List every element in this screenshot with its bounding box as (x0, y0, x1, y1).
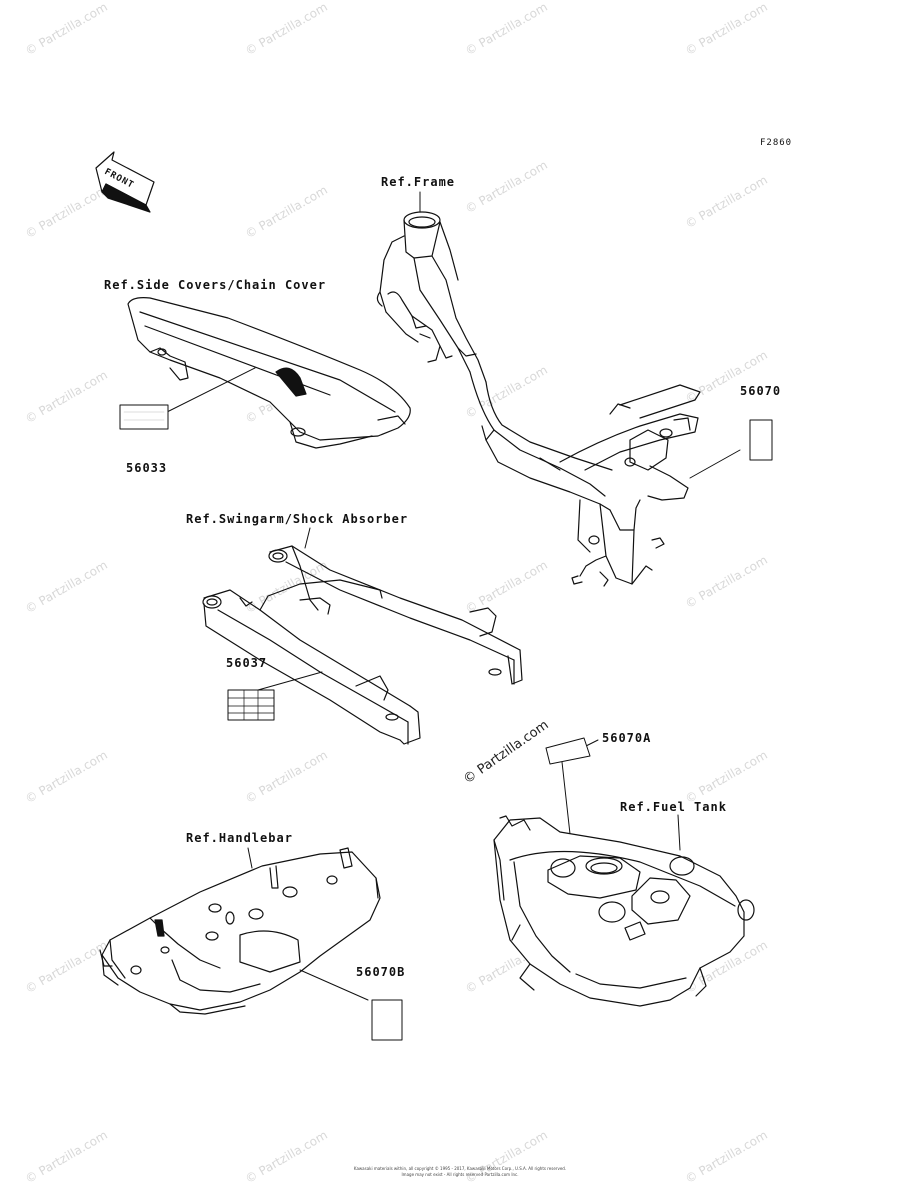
label-56033-sticker (119, 404, 169, 430)
label-56070-sticker (749, 419, 773, 461)
label-56070A-sticker (545, 737, 591, 765)
figure-code: F2860 (760, 138, 793, 148)
ref-fuel-tank-label: Ref.Fuel Tank (620, 800, 727, 814)
ref-handlebar-label: Ref.Handlebar (186, 831, 293, 845)
chain-cover-part (127, 297, 411, 449)
ref-side-covers-label: Ref.Side Covers/Chain Cover (104, 278, 327, 292)
label-56070B-sticker (371, 999, 403, 1041)
front-arrow-icon (95, 151, 155, 213)
part-number-56033[interactable]: 56033 (126, 461, 168, 475)
frame-part (376, 211, 701, 587)
swingarm-part (202, 545, 523, 745)
ref-swingarm-label: Ref.Swingarm/Shock Absorber (186, 512, 409, 526)
part-number-56037[interactable]: 56037 (226, 656, 268, 670)
part-number-56070B[interactable]: 56070B (356, 965, 406, 979)
footer-line-1: Kawasaki materials within, all copyright… (353, 1166, 567, 1171)
ref-frame-label: Ref.Frame (381, 175, 456, 189)
part-number-56070[interactable]: 56070 (740, 384, 782, 398)
part-number-56070A[interactable]: 56070A (602, 731, 652, 745)
fuel-tank-part (493, 815, 755, 1007)
footer-line-2: Image may not exist - All rights reserve… (401, 1172, 519, 1177)
label-56037-sticker (227, 689, 275, 721)
copyright-footer: Kawasaki materials within, all copyright… (300, 1166, 620, 1178)
handlebar-cover-part (99, 847, 381, 1015)
